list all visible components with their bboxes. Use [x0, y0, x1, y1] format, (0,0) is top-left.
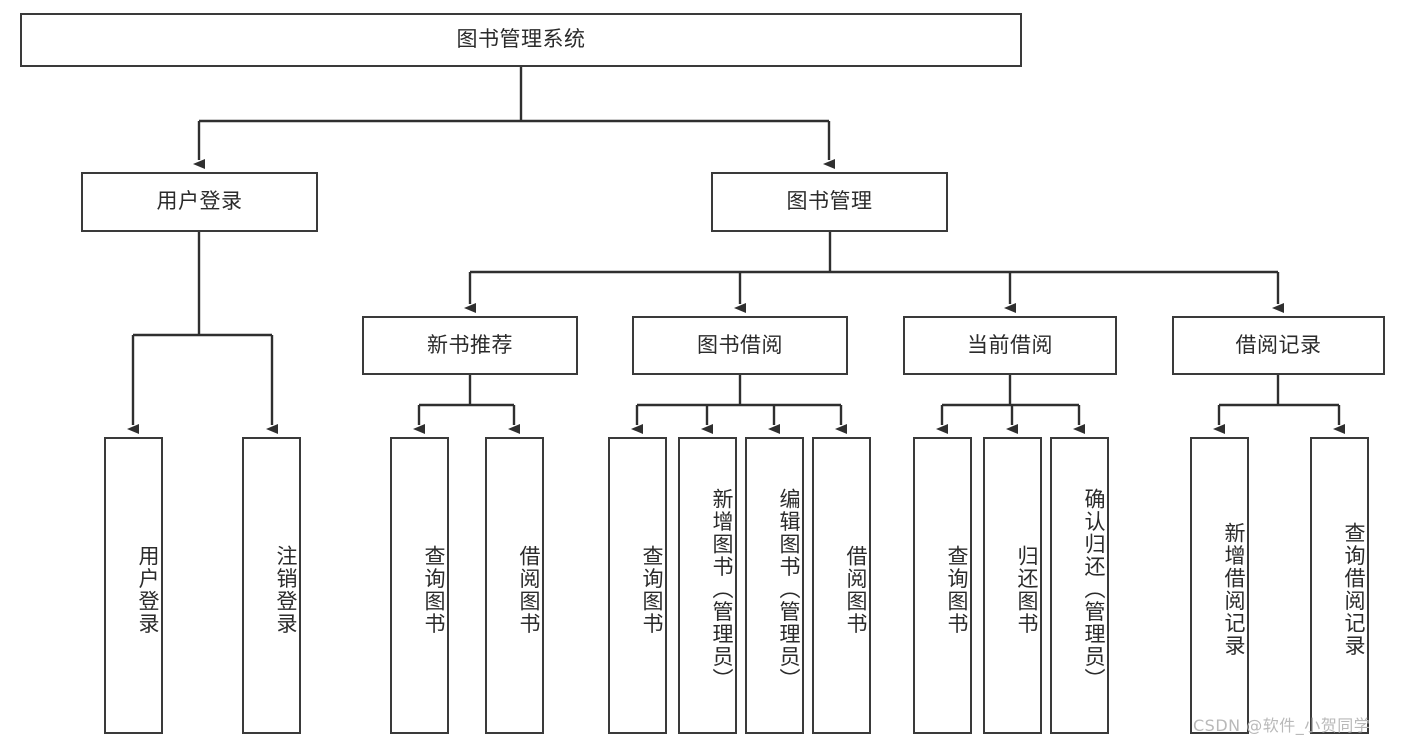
leaf-node-box[interactable]: 编辑图书（管理员）: [745, 437, 804, 734]
level3-node-label: 图书借阅: [697, 332, 783, 357]
level2-node-label: 用户登录: [156, 189, 243, 214]
leaf-node-label: 用户登录: [136, 544, 160, 635]
leaf-node-label: 借阅图书: [517, 544, 541, 635]
leaf-node-label: 查询图书: [945, 544, 969, 635]
leaf-node-label: 编辑图书（管理员）: [777, 488, 801, 691]
level3-node-label: 当前借阅: [967, 332, 1053, 357]
csdn-watermark: CSDN @软件_小贺同学: [1193, 716, 1371, 735]
leaf-node-box[interactable]: 查询图书: [913, 437, 972, 734]
leaf-node-box[interactable]: 确认归还（管理员）: [1050, 437, 1109, 734]
leaf-node-box[interactable]: 借阅图书: [812, 437, 871, 734]
level3-node-box[interactable]: 当前借阅: [903, 316, 1117, 375]
leaf-node-label: 新增图书（管理员）: [710, 488, 734, 691]
level3-node-label: 借阅记录: [1235, 332, 1322, 357]
leaf-node-label: 归还图书: [1015, 544, 1039, 635]
leaf-node-box[interactable]: 归还图书: [983, 437, 1042, 734]
leaf-node-box[interactable]: 查询图书: [390, 437, 449, 734]
leaf-node-box[interactable]: 借阅图书: [485, 437, 544, 734]
leaf-node-label: 新增借阅记录: [1222, 522, 1246, 657]
leaf-node-label: 借阅图书: [844, 544, 868, 635]
leaf-node-label: 查询借阅记录: [1342, 522, 1366, 657]
level3-node-label: 新书推荐: [427, 332, 513, 357]
leaf-node-box[interactable]: 查询图书: [608, 437, 667, 734]
leaf-node-label: 确认归还（管理员）: [1082, 488, 1106, 691]
leaf-node-label: 查询图书: [422, 544, 446, 635]
level3-node-box[interactable]: 借阅记录: [1172, 316, 1385, 375]
leaf-node-box[interactable]: 新增图书（管理员）: [678, 437, 737, 734]
leaf-node-box[interactable]: 新增借阅记录: [1190, 437, 1249, 734]
level3-node-box[interactable]: 图书借阅: [632, 316, 848, 375]
leaf-node-box[interactable]: 用户登录: [104, 437, 163, 734]
leaf-node-label: 查询图书: [640, 544, 664, 635]
leaf-node-label: 注销登录: [274, 544, 298, 635]
level3-node-box[interactable]: 新书推荐: [362, 316, 578, 375]
leaf-node-box[interactable]: 查询借阅记录: [1310, 437, 1369, 734]
level2-node-label: 图书管理: [786, 189, 873, 214]
root-node-label: 图书管理系统: [456, 27, 586, 52]
level2-node-box[interactable]: 图书管理: [711, 172, 948, 232]
leaf-node-box[interactable]: 注销登录: [242, 437, 301, 734]
level2-node-box[interactable]: 用户登录: [81, 172, 318, 232]
root-node-box[interactable]: 图书管理系统: [20, 13, 1022, 67]
